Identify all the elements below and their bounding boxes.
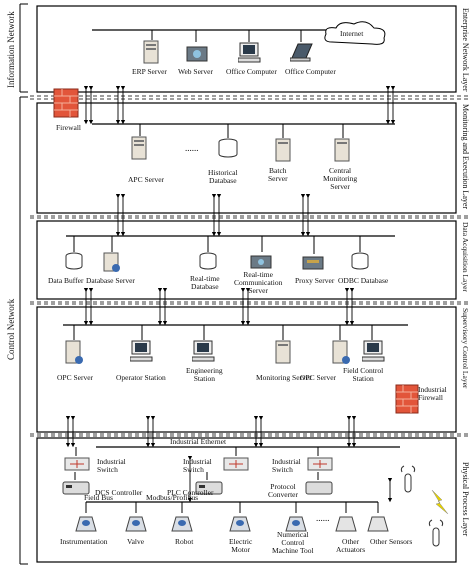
office-computer-1-label: Office Computer	[226, 67, 277, 76]
data-acquisition-layer-label: Data Acquisition Layer	[461, 222, 470, 292]
proxy-server-icon	[302, 254, 326, 277]
control-network-label: Control Network	[6, 298, 16, 360]
other-sensors-icon	[367, 513, 389, 538]
protocol-converter-icon	[305, 480, 333, 501]
engineering-station-label: Engineering Station	[186, 366, 223, 383]
engineering-station-icon	[191, 340, 216, 369]
wireless-antenna-1-icon	[400, 464, 416, 499]
modbus-label: Modbus/Profibus	[146, 493, 199, 502]
office-computer-2-icon	[289, 42, 314, 69]
physical-layer-label: Physical Process Layer	[461, 462, 470, 537]
odbc-database-icon	[350, 252, 370, 277]
valve-label: Valve	[127, 537, 145, 546]
robot-icon	[171, 513, 193, 538]
field-control-station-icon	[361, 340, 386, 369]
industrial-switch-2-icon	[223, 456, 249, 477]
firewall-icon	[53, 88, 79, 123]
erp-server-label: ERP Server	[132, 67, 167, 76]
dcs-controller-label: DCS Controller	[95, 488, 143, 497]
robot-label: Robot	[175, 537, 194, 546]
monitoring-server-label: Monitoring Server	[256, 373, 312, 382]
operator-station-label: Operator Station	[116, 373, 166, 382]
apc-server-label: APC Server	[128, 175, 165, 184]
office-computer-1-icon	[237, 42, 262, 69]
opc-server-1-label: OPC Server	[57, 373, 94, 382]
industrial-switch-3-icon	[307, 456, 333, 477]
monitoring-layer-label: Monitoring and Execution Layer	[461, 104, 470, 210]
opc-server-1-icon	[65, 340, 85, 371]
other-sensors-label: Other Sensors	[370, 537, 413, 546]
office-computer-2-label: Office Computer	[285, 67, 336, 76]
internet-label: Internet	[340, 29, 364, 38]
opc-server-2-label: OPC Server	[300, 373, 337, 382]
supervisory-layer-label: Supervisory Control Layer	[461, 308, 470, 389]
central-monitoring-server-label: Central Monitoring Server	[323, 166, 358, 191]
electric-motor-icon	[229, 513, 251, 538]
plc-controller-icon	[195, 480, 223, 501]
internet-cloud-icon	[322, 20, 390, 53]
instrumentation-label: Instrumentation	[60, 537, 108, 546]
realtime-database-label: Real-time Database	[190, 274, 220, 291]
erp-server-icon	[143, 40, 161, 71]
field-control-station-label: Field Control Station	[343, 366, 384, 383]
realtime-communication-server-label: Real-time Communication Server	[234, 270, 283, 295]
batch-server-label: Batch Server	[268, 166, 288, 183]
industrial-switch-1-label: Industrial Switch	[97, 457, 126, 474]
physical-dots: ......	[316, 513, 330, 523]
realtime-communication-server-icon	[250, 252, 274, 277]
wireless-antenna-2-icon	[428, 518, 444, 553]
fieldbus-label: Field Bus	[84, 493, 113, 502]
other-actuators-label: Other Actuators	[336, 537, 366, 554]
web-server-icon	[186, 42, 208, 69]
monitoring-server-icon	[275, 340, 293, 371]
central-monitoring-server-icon	[334, 138, 352, 169]
monitoring-dots: ......	[185, 143, 199, 153]
batch-server-icon	[275, 138, 293, 169]
database-server-label: Database Server	[86, 276, 135, 285]
dcs-controller-icon	[62, 480, 90, 501]
cnc-machine-label: Numerical Control Machine Tool	[272, 530, 314, 555]
historical-database-label: Historical Database	[208, 168, 238, 185]
realtime-database-icon	[198, 252, 218, 277]
odbc-database-label: ODBC Database	[338, 276, 389, 285]
web-server-label: Web Server	[178, 67, 214, 76]
plc-controller-label: PLC Controller	[167, 488, 214, 497]
industrial-firewall-label: Industrial Firewall	[418, 385, 447, 402]
data-buffer-label: Data Buffer	[48, 276, 84, 285]
industrial-switch-2-label: Industrial Switch	[183, 457, 212, 474]
apc-server-icon	[131, 136, 149, 167]
industrial-switch-1-icon	[64, 456, 90, 477]
firewall-label: Firewall	[56, 123, 81, 132]
historical-database-icon	[217, 138, 239, 165]
valve-icon	[125, 513, 147, 538]
enterprise-layer-label: Enterprise Network Layer	[461, 8, 470, 92]
proxy-server-label: Proxy Server	[295, 276, 335, 285]
instrumentation-icon	[75, 513, 97, 538]
information-network-label: Information Network	[6, 11, 16, 88]
electric-motor-label: Electric Motor	[229, 537, 253, 554]
data-buffer-icon	[64, 252, 84, 277]
industrial-ethernet-label: Industrial Ethernet	[170, 437, 227, 446]
opc-server-2-icon	[332, 340, 352, 371]
other-actuators-icon	[335, 513, 357, 538]
cnc-machine-icon	[285, 513, 307, 538]
operator-station-icon	[129, 340, 154, 369]
protocol-converter-label: Protocol Converter	[268, 482, 298, 499]
lightning-icon	[430, 489, 450, 519]
database-server-icon	[103, 252, 121, 279]
industrial-switch-3-label: Industrial Switch	[272, 457, 301, 474]
industrial-firewall-icon	[395, 384, 419, 419]
